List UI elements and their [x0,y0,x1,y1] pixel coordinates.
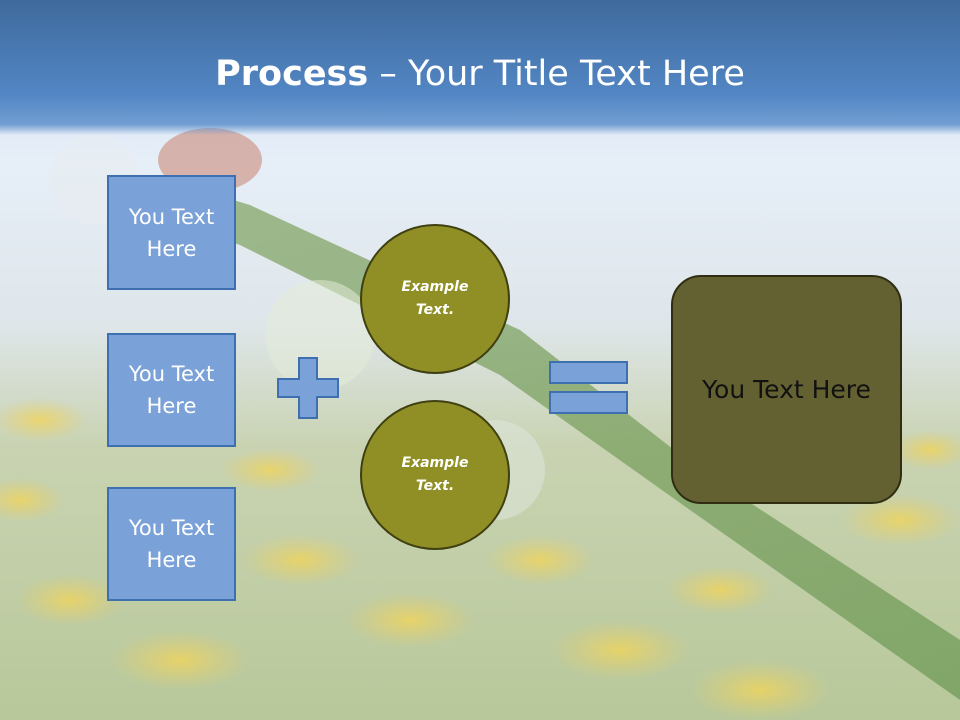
title-bar [0,0,960,135]
input-box-1: You Text Here [107,175,236,290]
example-circle-1: Example Text. [360,224,510,374]
example-circle-2: Example Text. [360,400,510,550]
input-box-label: You Text Here [128,204,215,261]
circle-label: Example Text. [401,455,469,494]
circle-label: Example Text. [401,279,469,318]
slide-title: Process – Your Title Text Here [0,52,960,96]
title-rest: – Your Title Text Here [368,54,745,94]
result-box: You Text Here [671,275,902,504]
input-box-3: You Text Here [107,487,236,601]
title-bold: Process [215,54,369,94]
input-box-label: You Text Here [128,516,215,572]
plus-icon [277,357,339,419]
equals-icon [549,361,628,414]
input-box-2: You Text Here [107,333,236,447]
result-label: You Text Here [702,375,871,404]
input-box-label: You Text Here [128,362,215,418]
